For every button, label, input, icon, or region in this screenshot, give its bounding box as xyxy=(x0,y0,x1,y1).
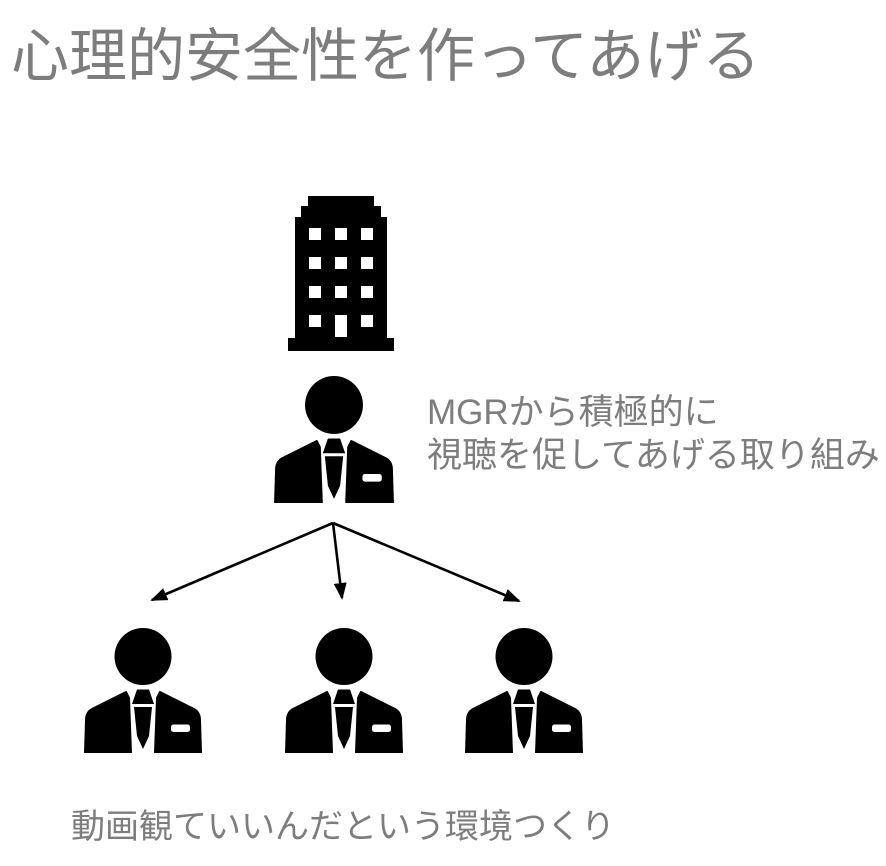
manager-note: MGRから積極的に 視聴を促してあげる取り組み xyxy=(427,391,880,477)
manager-note-line1: MGRから積極的に xyxy=(427,393,719,432)
fan-out-arrows-icon xyxy=(150,521,521,603)
page-title: 心理的安全性を作ってあげる xyxy=(11,24,761,89)
building-icon xyxy=(288,196,394,351)
manager-businessman-icon xyxy=(273,376,395,503)
team-member-businessman-icon xyxy=(84,628,202,753)
team-member-businessman-icon xyxy=(285,628,403,753)
team-member-businessman-icon xyxy=(465,628,583,753)
manager-note-line2: 視聴を促してあげる取り組み xyxy=(427,436,880,475)
bottom-caption: 動画観ていいんだという環境つくり xyxy=(71,808,615,846)
